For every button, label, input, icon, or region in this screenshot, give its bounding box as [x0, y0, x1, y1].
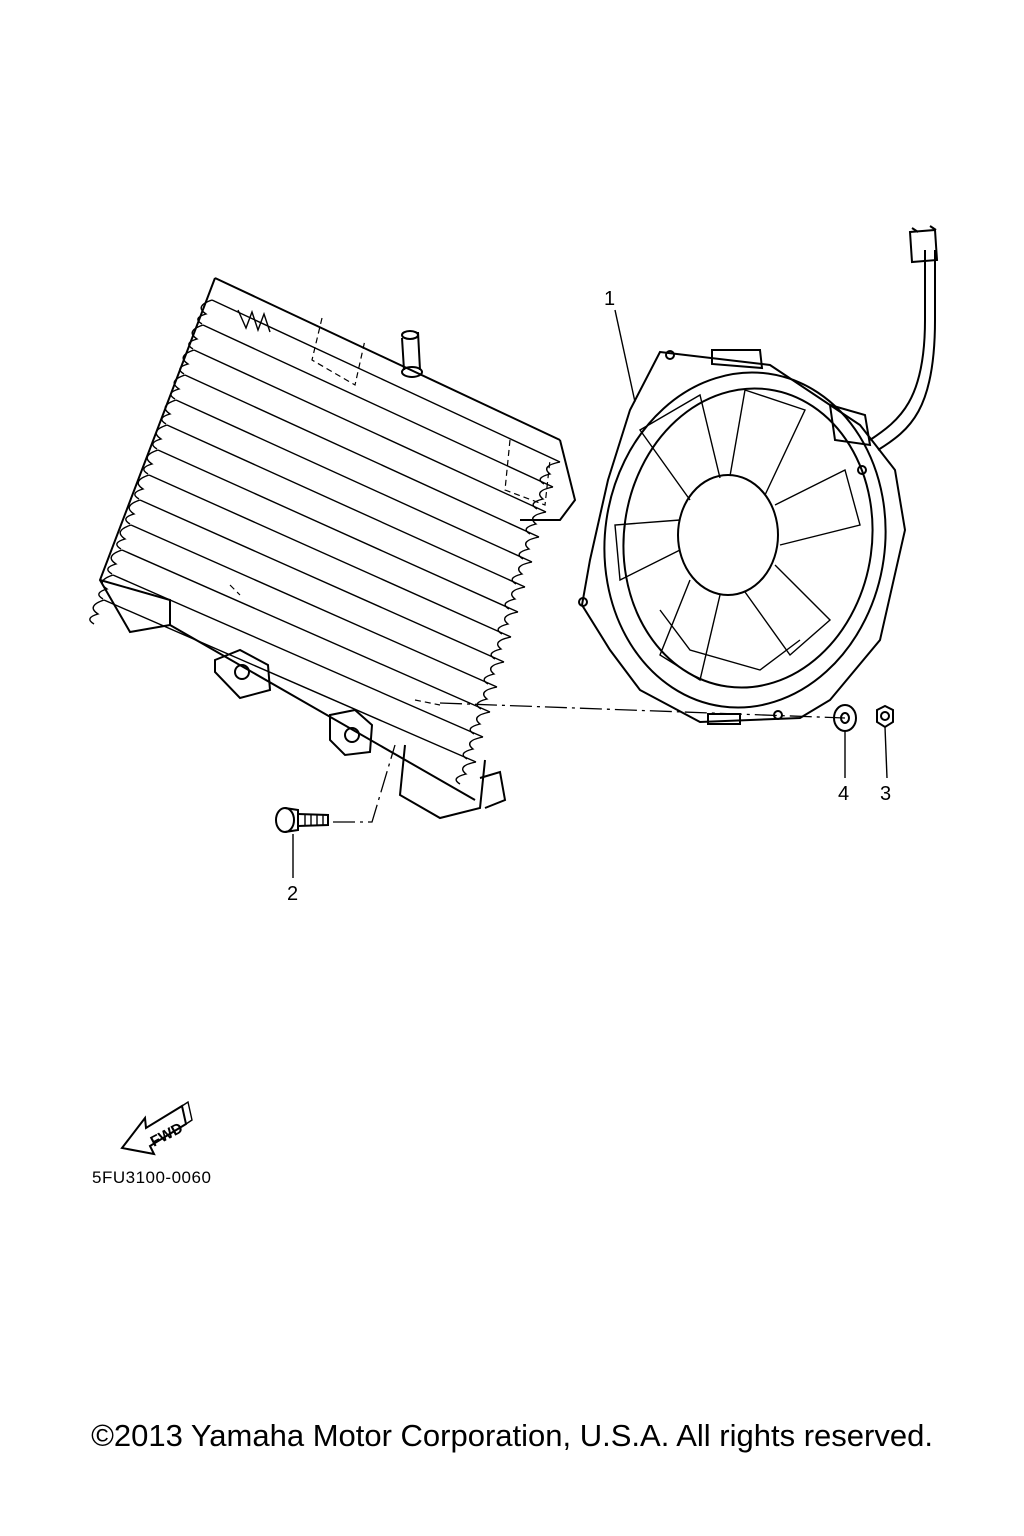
cooler-fin-edge-left	[98, 574, 114, 600]
cooler-fin-edge-right	[462, 736, 484, 760]
bolt	[275, 807, 329, 833]
cooler-fin	[193, 349, 547, 513]
cooler-fin	[103, 599, 477, 763]
cooler-fin	[139, 499, 505, 663]
oil-cooler	[89, 277, 577, 820]
cooler-fin	[121, 549, 491, 713]
cooler-fin-edge-right	[511, 561, 533, 585]
fwd-arrow-icon: FWD	[120, 1100, 193, 1156]
cooler-fin-edge-left	[188, 324, 204, 350]
cooler-fin-edge-right	[455, 761, 477, 785]
cooler-fin-edge-right	[532, 486, 554, 510]
fan-assembly	[578, 225, 939, 725]
callout-1: 1	[604, 288, 615, 310]
cooler-fin-edge-left	[179, 349, 195, 375]
cooler-left-fin-edges	[89, 299, 213, 625]
cooler-fin-edge-right	[497, 611, 519, 635]
cooler-fin-edge-right	[490, 636, 512, 660]
cooler-fin-edge-left	[197, 299, 213, 325]
cooler-fin	[175, 399, 533, 563]
flange-nut	[876, 704, 894, 729]
cooler-fin-edge-right	[539, 461, 561, 485]
cooler-fin	[148, 474, 512, 638]
cooler-fins	[103, 299, 561, 763]
cooler-fin	[184, 374, 540, 538]
cooler-fin-edge-left	[134, 474, 150, 500]
cooler-right-fin-edges	[455, 461, 561, 785]
callout-2: 2	[287, 883, 298, 905]
cooler-fin-edge-right	[469, 711, 491, 735]
copyright-notice: ©2013 Yamaha Motor Corporation, U.S.A. A…	[91, 1418, 933, 1453]
cooler-fin	[130, 524, 498, 688]
cooler-fin	[211, 299, 561, 463]
cooler-fin-edge-right	[483, 661, 505, 685]
cooler-fin-edge-right	[518, 536, 540, 560]
cooler-fin-edge-left	[161, 399, 177, 425]
callout-4: 4	[838, 783, 849, 805]
cooler-fin-edge-left	[152, 424, 168, 450]
cooler-fin-edge-left	[170, 374, 186, 400]
cooler-fin	[166, 424, 526, 588]
diagram-code: 5FU3100-0060	[92, 1168, 212, 1187]
cooler-fin-edge-left	[143, 449, 159, 475]
cooler-fin-edge-right	[504, 586, 526, 610]
callout-3: 3	[880, 783, 891, 805]
cooler-fin-edge-right	[476, 686, 498, 710]
cooler-fin-edge-left	[125, 499, 141, 525]
cooler-fin-edge-right	[525, 511, 547, 535]
cooler-fin	[157, 449, 519, 613]
cooler-fin-edge-left	[89, 599, 105, 625]
cooler-fin-edge-left	[116, 524, 132, 550]
cooler-fin-edge-left	[107, 549, 123, 575]
cooler-fin	[112, 574, 484, 738]
cooler-fin	[202, 324, 554, 488]
